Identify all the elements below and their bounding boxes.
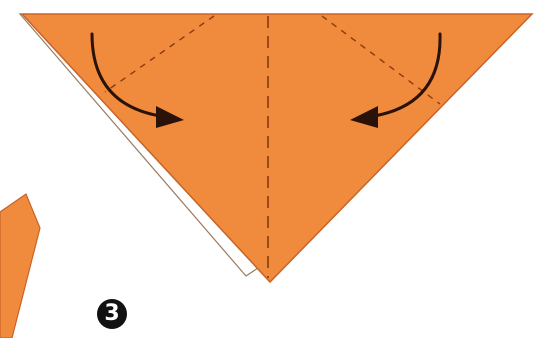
previous-step-paper — [0, 194, 40, 338]
step-number-badge: 3 — [97, 299, 127, 329]
orange-triangle-paper — [22, 14, 532, 282]
